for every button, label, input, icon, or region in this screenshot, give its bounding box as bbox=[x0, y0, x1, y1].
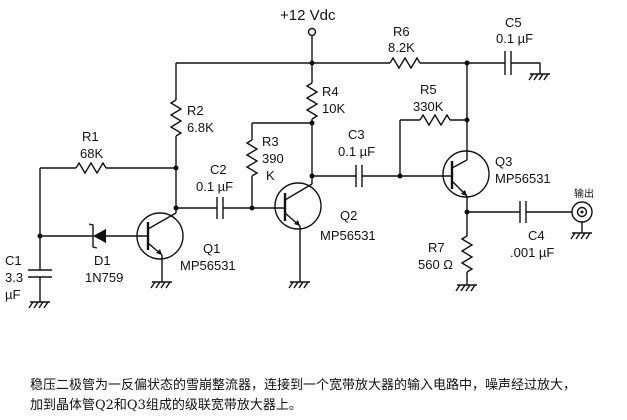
c3-ref: C3 bbox=[348, 127, 365, 142]
d1-zener-diode bbox=[88, 223, 106, 249]
c4-value: .001 µF bbox=[510, 245, 554, 260]
ground-symbol-output bbox=[570, 232, 592, 240]
r2-value: 6.8K bbox=[187, 120, 214, 135]
r3-value-unit: K bbox=[266, 168, 275, 183]
r1-resistor bbox=[75, 161, 107, 175]
q3-transistor bbox=[442, 150, 490, 198]
node-r1-r2 bbox=[173, 165, 179, 171]
r7-resistor bbox=[460, 235, 474, 273]
c1-value-unit: µF bbox=[5, 287, 20, 302]
c1-value-number: 3.3 bbox=[5, 270, 23, 285]
r7-ref: R7 bbox=[428, 240, 445, 255]
d1-ref: D1 bbox=[94, 253, 111, 268]
c5-ref: C5 bbox=[505, 15, 522, 30]
r6-ref: R6 bbox=[393, 24, 410, 39]
r7-value: 560 Ω bbox=[418, 257, 453, 272]
d1-value: 1N759 bbox=[85, 270, 123, 285]
ground-symbol-c5 bbox=[528, 73, 550, 81]
r6-resistor bbox=[389, 56, 421, 70]
c3-value: 0.1 µF bbox=[338, 144, 375, 159]
r2-resistor bbox=[169, 99, 183, 137]
r1-value: 68K bbox=[80, 146, 103, 161]
r2-ref: R2 bbox=[187, 103, 204, 118]
ground-symbol-r7 bbox=[455, 284, 477, 292]
r4-value: 10K bbox=[322, 101, 345, 116]
q3-ref: Q3 bbox=[495, 154, 512, 169]
r5-ref: R5 bbox=[420, 82, 437, 97]
q2-value: MP56531 bbox=[320, 228, 376, 243]
r5-value: 330K bbox=[413, 99, 444, 114]
c2-value: 0.1 µF bbox=[196, 179, 233, 194]
r5-resistor bbox=[419, 113, 451, 127]
c1-ref: C1 bbox=[5, 253, 22, 268]
ground-symbol-q2 bbox=[288, 281, 310, 289]
ground-symbol-q1 bbox=[150, 281, 172, 289]
caption-line-2: 加到晶体管Q2和Q3组成的级联宽带放大器上。 bbox=[30, 398, 302, 413]
r4-resistor bbox=[305, 82, 319, 120]
c2-ref: C2 bbox=[210, 162, 227, 177]
q1-ref: Q1 bbox=[203, 241, 220, 256]
r3-value-number: 390 bbox=[262, 151, 284, 166]
q2-transistor bbox=[274, 182, 322, 230]
r6-value: 8.2K bbox=[388, 40, 415, 55]
q3-value: MP56531 bbox=[495, 171, 551, 186]
figure-caption: 稳压二极管为一反偏状态的雪崩整流器，连接到一个宽带放大器的输入电路中，噪声经过放… bbox=[30, 376, 620, 416]
output-jack bbox=[571, 201, 593, 223]
supply-terminal bbox=[307, 27, 317, 37]
c5-value: 0.1 µF bbox=[496, 31, 533, 46]
q2-ref: Q2 bbox=[340, 208, 357, 223]
caption-line-1: 稳压二极管为一反偏状态的雪崩整流器，连接到一个宽带放大器的输入电路中，噪声经过放… bbox=[30, 378, 577, 393]
node-d1-c1 bbox=[37, 233, 43, 239]
node-rail bbox=[309, 60, 315, 66]
r1-ref: R1 bbox=[82, 129, 99, 144]
c4-ref: C4 bbox=[528, 228, 545, 243]
output-label: 输出 bbox=[574, 187, 594, 200]
q1-value: MP56531 bbox=[180, 258, 236, 273]
supply-label: +12 Vdc bbox=[280, 7, 336, 24]
r3-resistor bbox=[245, 139, 259, 177]
r3-ref: R3 bbox=[262, 134, 279, 149]
r4-ref: R4 bbox=[322, 84, 339, 99]
ground-symbol-c1 bbox=[28, 301, 50, 309]
